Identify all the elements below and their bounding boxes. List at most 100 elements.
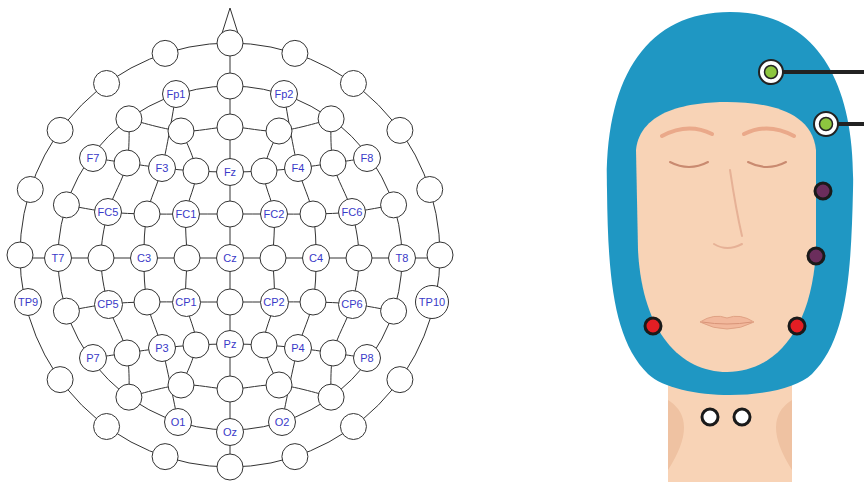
electrode-site — [47, 117, 73, 143]
face-illustration — [607, 12, 864, 482]
electrode-label: C4 — [309, 253, 323, 264]
electrode-site — [217, 376, 243, 402]
electrode-label-circle: CP2 — [260, 288, 289, 317]
eog-electrode — [815, 183, 831, 199]
electrode-site — [217, 289, 243, 315]
electrode-label: CP6 — [341, 299, 362, 310]
head-map — [7, 8, 453, 480]
electrode-site — [116, 106, 142, 132]
electrode-site — [381, 192, 407, 218]
electrode-site — [94, 414, 120, 440]
electrode-site — [183, 158, 209, 184]
electrode-site — [174, 245, 200, 271]
electrode-label: O2 — [275, 417, 290, 428]
electrode-label-circle: Pz — [216, 330, 244, 358]
head-outline — [20, 43, 440, 467]
electrode-label: Fp1 — [167, 89, 186, 100]
electrode-site — [266, 118, 292, 144]
electrode-label: Pz — [224, 339, 237, 350]
electrode-label: TP9 — [18, 297, 38, 308]
electrode-site — [114, 150, 140, 176]
electrode-label: FC1 — [176, 209, 197, 220]
electrode-label: Fz — [224, 167, 236, 178]
electrode-label-circle: CP5 — [94, 290, 123, 319]
electrode-site — [183, 332, 209, 358]
electrode-label-circle: Fp2 — [270, 80, 298, 108]
nose — [714, 170, 742, 248]
electrode-site — [134, 289, 160, 315]
electrode-label-circle: O2 — [268, 408, 296, 436]
electrode-site — [7, 242, 33, 268]
electrode-label: P4 — [291, 343, 304, 354]
cap-electrode — [759, 60, 783, 84]
electrode-label: FC6 — [342, 207, 363, 218]
electrode-site — [168, 118, 194, 144]
electrode-label-circle: P8 — [353, 344, 381, 372]
electrode-label-circle: C4 — [302, 244, 330, 272]
electrode-label: O1 — [171, 417, 186, 428]
electrode-site — [217, 30, 243, 56]
electrode-label: F4 — [292, 163, 305, 174]
electrode-label-circle: F7 — [79, 144, 107, 172]
electrode-site — [152, 40, 178, 66]
eyes — [670, 162, 786, 167]
electrode-site — [94, 70, 120, 96]
electrode-site — [17, 176, 43, 202]
electrode-label-circle: FC6 — [338, 198, 366, 226]
electrode-label: T7 — [52, 253, 65, 264]
neck-electrode — [734, 409, 750, 425]
electrode-site — [47, 367, 73, 393]
electrode-site — [387, 117, 413, 143]
electrode-label-circle: T7 — [44, 244, 72, 272]
electrode-site — [168, 372, 194, 398]
electrode-label: F3 — [156, 163, 169, 174]
electrode-label: P3 — [155, 343, 168, 354]
electrode-site — [300, 289, 326, 315]
electrode-label-circle: Fp1 — [162, 80, 190, 108]
cap-electrode-core — [765, 66, 778, 79]
electrode-label: FC2 — [264, 209, 285, 220]
eog-electrode — [808, 248, 824, 264]
electrode-label: CP1 — [175, 297, 196, 308]
eyebrows — [662, 128, 794, 136]
electrode-site — [217, 454, 243, 480]
face — [636, 102, 816, 372]
electrode-label: Cz — [223, 253, 236, 264]
electrode-label-circle: TP9 — [14, 288, 42, 316]
electrode-label: Oz — [223, 427, 237, 438]
electrode-site — [53, 192, 79, 218]
electrode-label: CP2 — [263, 297, 284, 308]
electrode-label-circle: P3 — [148, 334, 176, 362]
electrode-label: TP10 — [419, 297, 445, 308]
electrode-site — [300, 201, 326, 227]
electrode-label: F8 — [361, 153, 374, 164]
electrode-label: C3 — [137, 253, 151, 264]
electrode-label: FC5 — [98, 207, 119, 218]
emg-electrode — [789, 318, 805, 334]
electrode-label: F7 — [87, 153, 100, 164]
electrode-label-circle: P7 — [79, 344, 107, 372]
electrode-site — [282, 444, 308, 470]
electrode-label-circle: FC2 — [260, 200, 288, 228]
electrode-label-circle: P4 — [284, 334, 312, 362]
mouth — [700, 316, 754, 329]
electrode-site — [318, 384, 344, 410]
electrode-site — [251, 332, 277, 358]
electrode-label: T8 — [396, 253, 409, 264]
electrode-site — [417, 176, 443, 202]
eeg-cap — [607, 12, 853, 395]
lip-line — [702, 322, 752, 324]
cap-electrode — [814, 112, 838, 136]
electrode-label-circle: CP6 — [338, 290, 367, 319]
electrode-site — [114, 340, 140, 366]
electrode-label-circle: FC5 — [94, 198, 122, 226]
electrode-site — [387, 367, 413, 393]
neck-shade — [668, 400, 792, 470]
emg-electrode — [645, 318, 661, 334]
electrode-label-circle: Cz — [216, 244, 244, 272]
electrode-label-circle: FC1 — [172, 200, 200, 228]
electrode-site — [217, 73, 243, 99]
electrode-label-circle: C3 — [130, 244, 158, 272]
cap-electrode-core — [820, 118, 833, 131]
